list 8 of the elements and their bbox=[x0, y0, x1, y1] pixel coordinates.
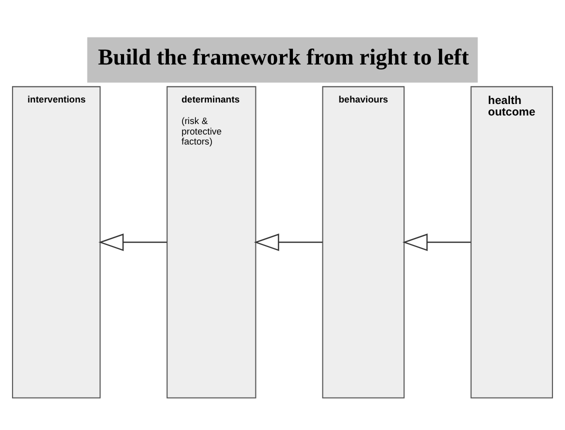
arrow bbox=[254, 232, 323, 251]
node-box: interventions bbox=[12, 86, 101, 398]
diagram-title: Build the framework from right to left bbox=[98, 44, 469, 70]
arrow bbox=[98, 232, 167, 251]
node-box: behaviours bbox=[322, 86, 405, 398]
arrow bbox=[402, 232, 471, 251]
node-box: health outcome bbox=[470, 86, 553, 398]
node-box: determinants (risk & protective factors) bbox=[166, 86, 256, 398]
